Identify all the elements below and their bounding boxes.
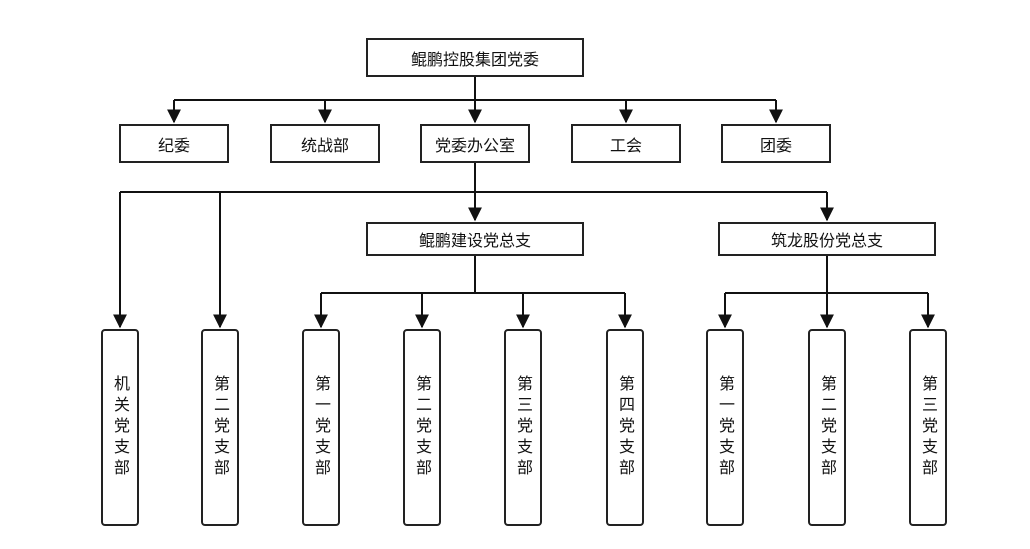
node-label: 筑龙股份党总支 xyxy=(770,231,883,250)
leaf-gufen-2: 第二党支部 xyxy=(808,329,846,526)
leaf-label: 第四党支部 xyxy=(616,375,635,480)
node-label: 团委 xyxy=(759,135,792,155)
node-label: 鲲鹏建设党总支 xyxy=(418,231,531,250)
leaf-jianshe-4: 第四党支部 xyxy=(606,329,644,526)
leaf-label: 机关党支部 xyxy=(111,375,130,480)
leaf-label: 第二党支部 xyxy=(818,375,837,480)
node-gufen-branch: 筑龙股份党总支 xyxy=(718,222,936,256)
node-label: 纪委 xyxy=(157,135,190,155)
leaf-jiguan: 机关党支部 xyxy=(101,329,139,526)
leaf-office-2: 第二党支部 xyxy=(201,329,239,526)
leaf-jianshe-3: 第三党支部 xyxy=(504,329,542,526)
node-office: 党委办公室 xyxy=(420,124,530,163)
leaf-label: 第一党支部 xyxy=(312,375,331,480)
root-node: 鲲鹏控股集团党委 xyxy=(366,38,584,77)
leaf-label: 第三党支部 xyxy=(919,375,938,480)
leaf-label: 第二党支部 xyxy=(413,375,432,480)
node-jianshe-branch: 鲲鹏建设党总支 xyxy=(366,222,584,256)
node-label: 统战部 xyxy=(300,135,349,155)
node-label: 工会 xyxy=(609,135,642,155)
leaf-jianshe-1: 第一党支部 xyxy=(302,329,340,526)
leaf-label: 第三党支部 xyxy=(514,375,533,480)
leaf-label: 第二党支部 xyxy=(211,375,230,480)
root-node-label: 鲲鹏控股集团党委 xyxy=(410,49,539,69)
leaf-gufen-1: 第一党支部 xyxy=(706,329,744,526)
node-tongzhan: 统战部 xyxy=(270,124,380,163)
node-tuanwei: 团委 xyxy=(721,124,831,163)
node-gonghui: 工会 xyxy=(571,124,681,163)
node-label: 党委办公室 xyxy=(434,135,515,155)
node-jiwei: 纪委 xyxy=(119,124,229,163)
leaf-jianshe-2: 第二党支部 xyxy=(403,329,441,526)
leaf-label: 第一党支部 xyxy=(716,375,735,480)
leaf-gufen-3: 第三党支部 xyxy=(909,329,947,526)
